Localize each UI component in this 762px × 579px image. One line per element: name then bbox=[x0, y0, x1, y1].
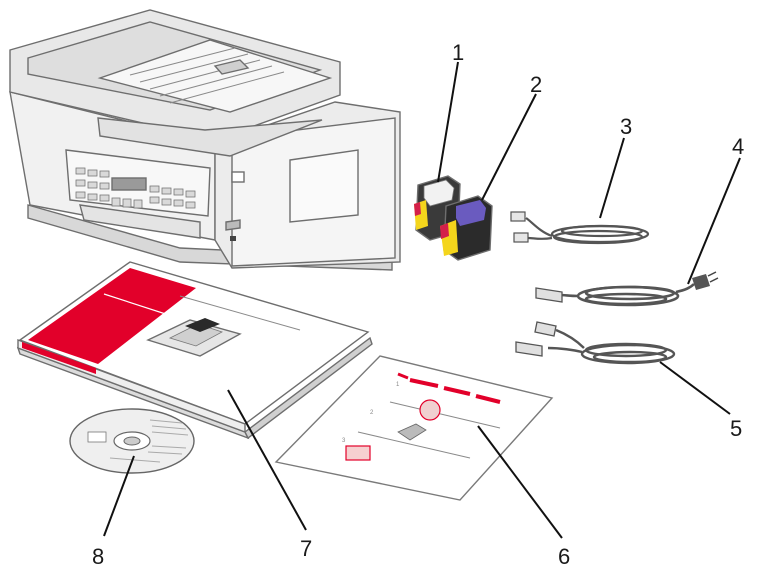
callout-1: 1 bbox=[452, 40, 464, 65]
callout-7: 7 bbox=[300, 536, 312, 561]
setup-sheet: 1 2 3 bbox=[274, 355, 554, 501]
callout-labels: 1 2 3 4 5 6 7 8 bbox=[92, 40, 744, 569]
power-cord bbox=[535, 271, 719, 307]
leader-line-6 bbox=[477, 425, 563, 539]
callout-5: 5 bbox=[730, 416, 742, 441]
software-cd bbox=[69, 408, 195, 474]
leader-line-7 bbox=[227, 389, 307, 531]
svg-text:2: 2 bbox=[370, 410, 374, 416]
callout-2: 2 bbox=[530, 72, 542, 97]
leader-line-4 bbox=[687, 157, 741, 285]
svg-text:1: 1 bbox=[396, 382, 400, 388]
callout-3: 3 bbox=[620, 114, 632, 139]
leader-line-8 bbox=[103, 455, 135, 537]
leader-line-2 bbox=[481, 93, 537, 201]
leader-line-3 bbox=[599, 137, 625, 219]
user-guide-book bbox=[16, 261, 373, 440]
color-ink-cartridge bbox=[440, 195, 493, 261]
svg-text:3: 3 bbox=[342, 438, 346, 444]
callout-8: 8 bbox=[92, 544, 104, 569]
printer-illustration bbox=[9, 9, 401, 271]
phone-cord bbox=[510, 211, 650, 245]
callout-4: 4 bbox=[732, 134, 744, 159]
leader-line-1 bbox=[437, 61, 459, 183]
leader-lines bbox=[103, 61, 741, 539]
callout-6: 6 bbox=[558, 544, 570, 569]
usb-cable bbox=[515, 321, 676, 365]
leader-line-5 bbox=[659, 361, 731, 415]
